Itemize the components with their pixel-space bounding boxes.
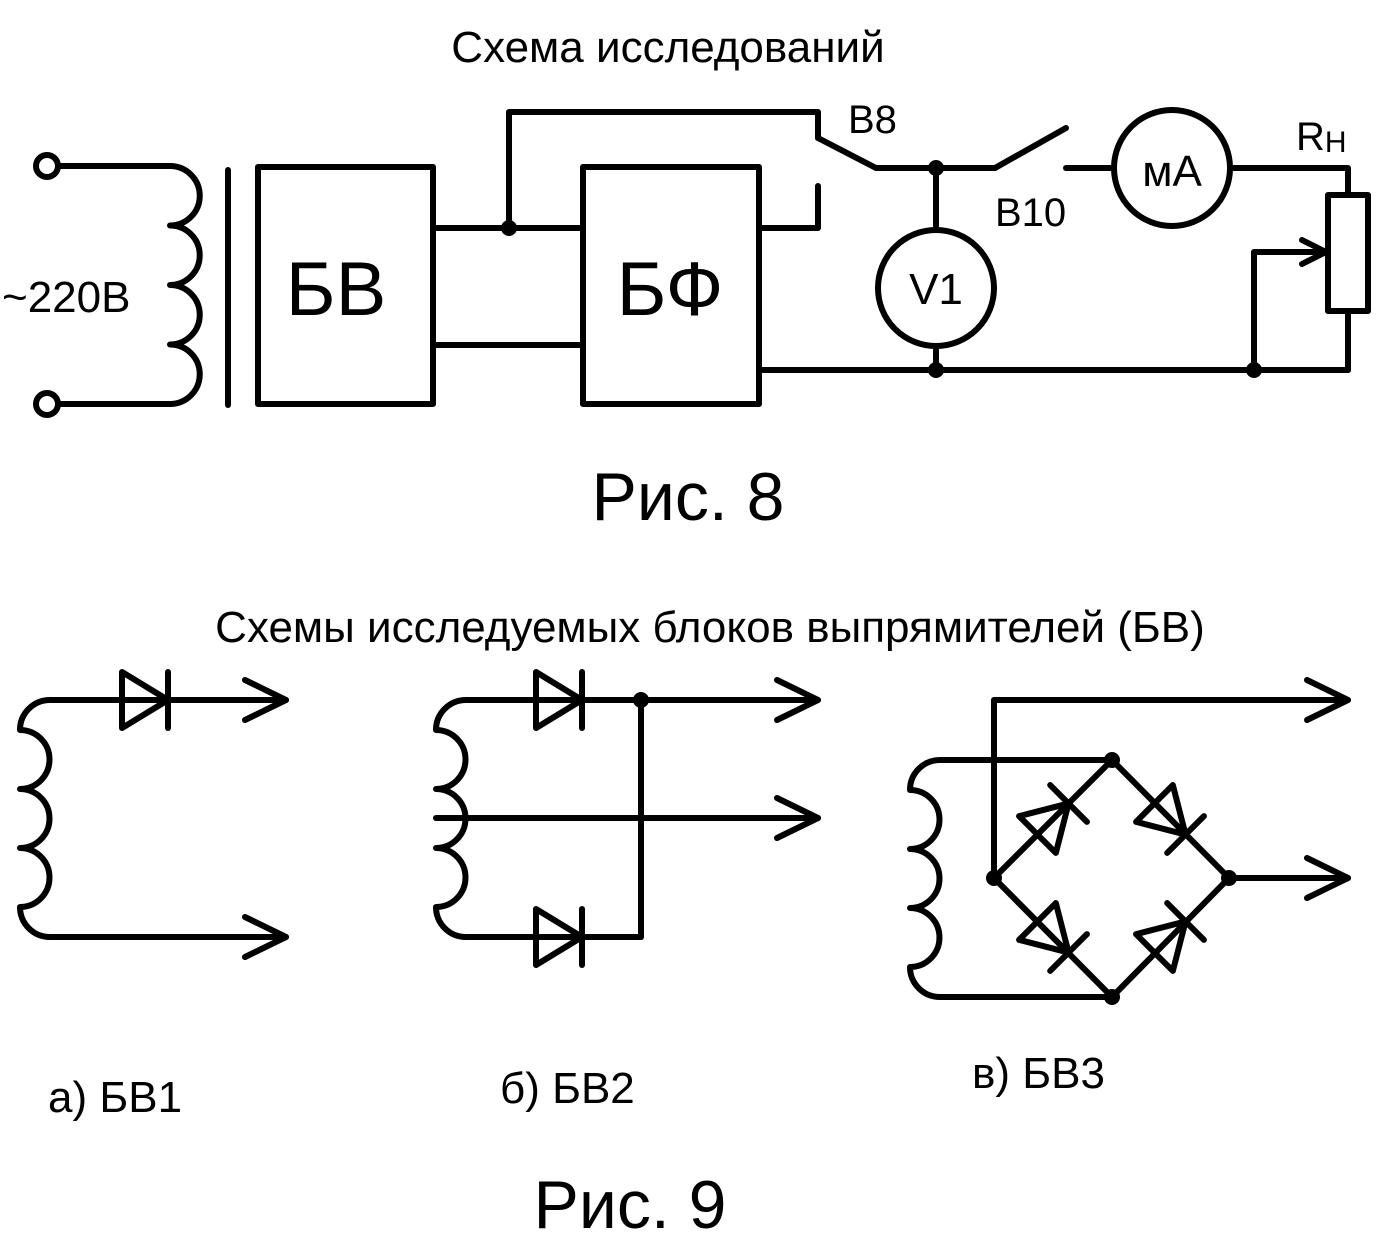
circuit-bv1 <box>17 669 289 960</box>
circuit-bv2 <box>433 669 821 968</box>
load-resistor-label-sub: Н <box>1325 126 1347 159</box>
fig8-title: Схема исследований <box>451 23 884 72</box>
load-resistor <box>1227 165 1371 378</box>
bv2-label: б) БВ2 <box>500 1064 635 1113</box>
mains-voltage-label: ~220В <box>2 273 130 322</box>
mains-input <box>33 152 173 418</box>
transformer-primary-coil <box>167 163 203 407</box>
bv1-label: а) БВ1 <box>48 1073 182 1122</box>
circuit-bv3 <box>907 677 1351 1005</box>
interblock-wires <box>430 109 821 348</box>
load-resistor-label-main: R <box>1296 115 1325 159</box>
rectifier-block <box>255 164 436 407</box>
fig9-caption: Рис. 9 <box>534 1167 727 1243</box>
filter-block-label: БФ <box>617 247 724 332</box>
rectifier-block-label: БВ <box>286 247 387 332</box>
switch-b10-label: В10 <box>995 191 1066 235</box>
bv3-label: в) БВ3 <box>972 1049 1105 1098</box>
fig9-title: Схемы исследуемых блоков выпрямителей (Б… <box>215 603 1205 652</box>
load-resistor-label: RН <box>1296 115 1347 159</box>
filter-block <box>580 164 762 407</box>
fig8-caption: Рис. 8 <box>592 459 785 535</box>
milliammeter-label: мА <box>1142 147 1202 196</box>
switch-b8-label: В8 <box>848 98 897 142</box>
switch-b10 <box>933 125 1117 171</box>
switch-b8 <box>756 135 939 231</box>
voltmeter-label: V1 <box>909 265 963 314</box>
